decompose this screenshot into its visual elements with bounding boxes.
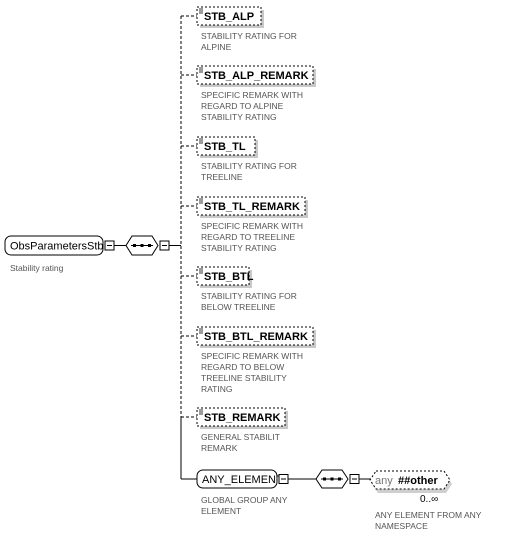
group-collapse-icon[interactable] [278,474,289,484]
sequence-collapse-icon[interactable] [159,240,170,251]
element-desc-line: STABILITY RATING FOR [201,31,297,41]
element-name: STB_TL [204,141,246,153]
annotation-icon [199,268,203,274]
element-desc-line: STABILITY RATING FOR [201,161,297,171]
element-name: STB_TL_REMARK [204,201,300,213]
group-desc-line-1: GLOBAL GROUP ANY [201,495,288,505]
element-stb-tl[interactable]: STB_TL [196,136,258,158]
group-desc-line-2: ELEMENT [201,506,241,516]
element-desc-line: REMARK [201,443,238,453]
element-desc-line: STABILITY RATING [201,112,277,122]
element-desc-line: RATING [201,384,232,394]
element-stb-remark[interactable]: STB_REMARK [196,407,288,429]
annotation-icon [199,328,203,334]
element-desc-line: TREELINE [201,172,243,182]
group-sequence-icon[interactable] [315,469,349,489]
any-namespace: ##other [398,475,438,487]
root-collapse-icon[interactable] [104,240,115,251]
annotation-icon [199,138,203,144]
any-occurrence: 0..∞ [420,494,438,505]
any-desc-line-2: NAMESPACE [375,521,428,531]
annotation-icon [199,198,203,204]
group-sequence-collapse-icon[interactable] [349,474,360,484]
root-description: Stability rating [10,263,64,273]
root-element[interactable]: ObsParametersStb [4,235,104,256]
group-name: ANY_ELEMENT [202,474,283,486]
element-desc-line: SPECIFIC REMARK WITH [201,221,303,231]
root-element-name: ObsParametersStb [10,241,104,253]
element-name: STB_BTL_REMARK [204,331,308,343]
element-stb-tl-remark[interactable]: STB_TL_REMARK [196,196,308,218]
any-prefix: any [375,475,393,487]
element-desc-line: REGARD TO TREELINE [201,232,295,242]
element-desc-line: REGARD TO ALPINE [201,101,284,111]
element-name: STB_REMARK [204,412,280,424]
any-wildcard[interactable]: any ##other [369,470,452,493]
element-desc-line: TREELINE STABILITY [201,373,287,383]
annotation-icon [199,409,203,415]
element-stb-btl-remark[interactable]: STB_BTL_REMARK [196,326,316,348]
annotation-icon [199,8,203,14]
element-desc-line: REGARD TO BELOW [201,362,284,372]
element-desc-line: SPECIFIC REMARK WITH [201,351,303,361]
element-desc-line: BELOW TREELINE [201,302,276,312]
element-desc-line: STABILITY RATING [201,243,277,253]
element-name: STB_BTL [204,271,254,283]
element-desc-line: STABILITY RATING FOR [201,291,297,301]
element-desc-line: SPECIFIC REMARK WITH [201,90,303,100]
sequence-compositor-icon[interactable] [125,235,159,256]
any-element-group[interactable]: ANY_ELEMENT [196,469,283,489]
element-name: STB_ALP [204,11,254,23]
element-stb-alp[interactable]: STB_ALP [196,6,264,28]
element-desc-line: ALPINE [201,42,232,52]
annotation-icon [199,67,203,73]
element-desc-line: GENERAL STABILIT [201,432,280,442]
any-desc-line-1: ANY ELEMENT FROM ANY [375,510,482,520]
element-stb-btl[interactable]: STB_BTL [196,266,254,288]
element-stb-alp-remark[interactable]: STB_ALP_REMARK [196,65,316,87]
element-name: STB_ALP_REMARK [204,70,309,82]
